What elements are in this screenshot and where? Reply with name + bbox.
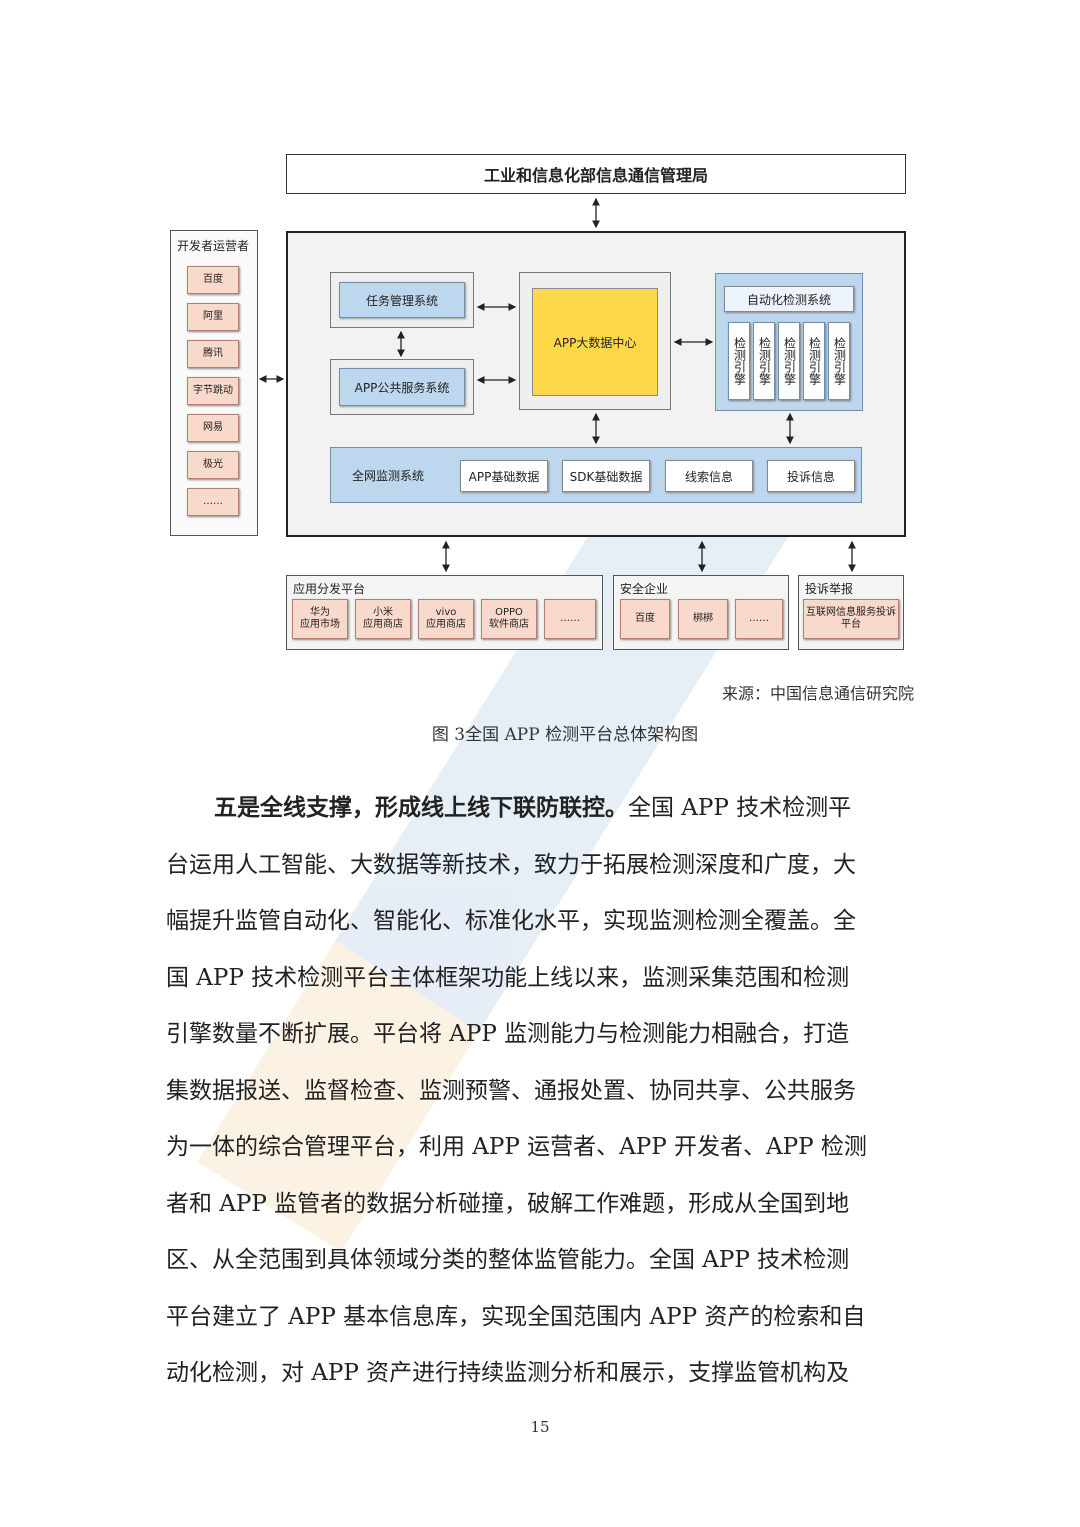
paragraph-line: 平台建立了 APP 基本信息库，实现全国范围内 APP 资产的检索和自 — [166, 1303, 866, 1330]
paragraph-line: 国 APP 技术检测平台主体框架功能上线以来，监测采集范围和检测 — [166, 964, 850, 991]
detect-engine: 检测引擎 — [828, 322, 850, 400]
complaint-info: 投诉信息 — [767, 460, 855, 492]
detect-engine: 检测引擎 — [803, 322, 825, 400]
distribution-item: 华为 应用市场 — [292, 599, 348, 639]
clue-info: 线索信息 — [665, 460, 753, 492]
security-item: 梆梆 — [678, 599, 728, 639]
figure-caption: 图 3全国 APP 检测平台总体架构图 — [431, 725, 699, 745]
auto-detect-title: 自动化检测系统 — [724, 286, 854, 312]
detect-engine: 检测引擎 — [728, 322, 750, 400]
developers-title: 开发者运营者 — [177, 239, 250, 253]
paragraph-line: 集数据报送、监督检查、监测预警、通报处置、协同共享、公共服务 — [166, 1077, 856, 1104]
complaint-title: 投诉举报 — [805, 582, 854, 596]
complaint-platform: 互联网信息服务投诉 平台 — [803, 599, 899, 639]
top-authority-box: 工业和信息化部信息通信管理局 — [286, 154, 906, 194]
network-monitor-title: 全网监测系统 — [352, 469, 425, 483]
security-item: 百度 — [620, 599, 670, 639]
paragraph-line-1: 五是全线支撑，形成线上线下联防联控。全国 APP 技术检测平 — [214, 795, 852, 821]
paragraph-line: 台运用人工智能、大数据等新技术，致力于拓展检测深度和广度，大 — [166, 851, 856, 878]
body-paragraph: 五是全线支撑，形成线上线下联防联控。全国 APP 技术检测平 台运用人工智能、大… — [166, 780, 918, 1402]
paragraph-line: 动化检测，对 APP 资产进行持续监测分析和展示，支撑监管机构及 — [166, 1360, 850, 1386]
detect-engine: 检测引擎 — [778, 322, 800, 400]
paragraph-lead: 五是全线支撑，形成线上线下联防联控。 — [214, 795, 628, 821]
detect-engine: 检测引擎 — [753, 322, 775, 400]
task-mgmt-system: 任务管理系统 — [339, 282, 465, 318]
distribution-item: …… — [544, 599, 596, 639]
paragraph-line: 引擎数量不断扩展。平台将 APP 监测能力与检测能力相融合，打造 — [166, 1021, 850, 1047]
paragraph-line: 幅提升监管自动化、智能化、标准化水平，实现监测检测全覆盖。全 — [166, 908, 856, 934]
diagram-arrows — [258, 197, 856, 573]
distribution-item: vivo 应用商店 — [418, 599, 474, 639]
big-data-center: APP大数据中心 — [532, 288, 658, 396]
developer-item: 字节跳动 — [187, 377, 239, 405]
distribution-item: 小米 应用商店 — [355, 599, 411, 639]
developer-item: 网易 — [187, 414, 239, 442]
figure-source: 来源：中国信息通信研究院 — [721, 684, 914, 703]
page-number: 15 — [530, 1418, 550, 1436]
developer-item: 百度 — [187, 266, 239, 294]
developer-item: …… — [187, 488, 239, 516]
security-title: 安全企业 — [620, 582, 669, 596]
distribution-item: OPPO 软件商店 — [481, 599, 537, 639]
paragraph-line: 者和 APP 监管者的数据分析碰撞，破解工作难题，形成从全国到地 — [166, 1190, 850, 1217]
distribution-title: 应用分发平台 — [293, 582, 366, 596]
security-item: …… — [735, 599, 783, 639]
public-service-system: APP公共服务系统 — [339, 368, 465, 406]
developer-item: 阿里 — [187, 303, 239, 331]
developer-item: 极光 — [187, 451, 239, 479]
paragraph-line: 区、从全范围到具体领域分类的整体监管能力。全国 APP 技术检测 — [166, 1247, 850, 1273]
sdk-base-data: SDK基础数据 — [562, 460, 650, 492]
developer-item: 腾讯 — [187, 340, 239, 368]
paragraph-line: 为一体的综合管理平台，利用 APP 运营者、APP 开发者、APP 检测 — [166, 1134, 867, 1160]
app-base-data: APP基础数据 — [460, 460, 548, 492]
